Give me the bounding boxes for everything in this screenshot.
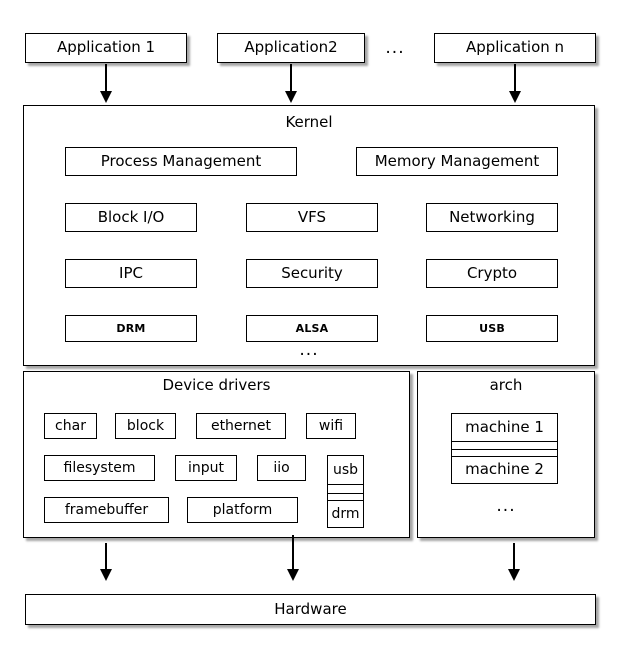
kernel-box-security[interactable]: Security bbox=[246, 259, 378, 288]
application-label-1: Application 1 bbox=[56, 38, 156, 57]
kernel-label-security: Security bbox=[281, 263, 343, 282]
arch-label-machine-2: machine 2 bbox=[465, 459, 544, 478]
arch-label-machine-1: machine 1 bbox=[465, 417, 544, 436]
arrow-device-drivers-to-hardware-center bbox=[292, 535, 294, 570]
kernel-ellipsis: ... bbox=[299, 340, 319, 360]
application-box-2[interactable]: Application2 bbox=[217, 33, 365, 63]
application-label-2: Application2 bbox=[244, 38, 338, 57]
driver-label-iio: iio bbox=[273, 459, 290, 476]
device-drivers-container[interactable]: Device drivers char block ethernet wifi … bbox=[23, 371, 410, 538]
arch-stack-separator-2 bbox=[452, 449, 557, 456]
application-box-1[interactable]: Application 1 bbox=[25, 33, 187, 63]
driver-stack-usb-drm[interactable]: usb drm bbox=[327, 455, 364, 528]
arch-box-machine-1[interactable]: machine 1 bbox=[452, 414, 557, 441]
driver-label-ethernet: ethernet bbox=[210, 417, 272, 434]
driver-label-platform: platform bbox=[212, 501, 273, 518]
kernel-box-process-management[interactable]: Process Management bbox=[65, 147, 297, 176]
applications-ellipsis: ... bbox=[385, 38, 405, 58]
kernel-label-drm: DRM bbox=[116, 321, 146, 335]
arrow-application-2-to-kernel bbox=[290, 64, 292, 92]
kernel-box-alsa[interactable]: ALSA bbox=[246, 315, 378, 342]
driver-box-usb[interactable]: usb bbox=[328, 456, 363, 484]
arch-stack-machines[interactable]: machine 1 machine 2 bbox=[451, 413, 558, 484]
driver-label-drm: drm bbox=[331, 505, 360, 522]
kernel-box-ipc[interactable]: IPC bbox=[65, 259, 197, 288]
driver-label-wifi: wifi bbox=[318, 417, 344, 434]
driver-box-wifi[interactable]: wifi bbox=[306, 413, 356, 439]
driver-box-block[interactable]: block bbox=[115, 413, 176, 439]
kernel-box-crypto[interactable]: Crypto bbox=[426, 259, 558, 288]
kernel-label-process-management: Process Management bbox=[100, 151, 262, 170]
arch-box-machine-2[interactable]: machine 2 bbox=[452, 456, 557, 482]
application-label-n: Application n bbox=[465, 38, 565, 57]
hardware-label: Hardware bbox=[274, 599, 347, 618]
arch-title: arch bbox=[489, 376, 523, 394]
driver-box-filesystem[interactable]: filesystem bbox=[44, 455, 155, 481]
kernel-label-block-io: Block I/O bbox=[97, 207, 165, 226]
kernel-box-memory-management[interactable]: Memory Management bbox=[356, 147, 558, 176]
driver-stack-separator-2 bbox=[328, 493, 363, 500]
arch-container[interactable]: arch machine 1 machine 2 ... bbox=[417, 371, 595, 538]
driver-box-iio[interactable]: iio bbox=[257, 455, 306, 481]
driver-stack-separator-1 bbox=[328, 484, 363, 493]
hardware-box[interactable]: Hardware bbox=[25, 594, 596, 625]
driver-label-usb: usb bbox=[332, 461, 359, 478]
driver-label-char: char bbox=[55, 417, 86, 434]
kernel-label-usb: USB bbox=[479, 321, 505, 335]
driver-box-input[interactable]: input bbox=[175, 455, 237, 481]
kernel-box-drm[interactable]: DRM bbox=[65, 315, 197, 342]
arrow-application-n-to-kernel bbox=[514, 64, 516, 92]
driver-box-framebuffer[interactable]: framebuffer bbox=[44, 497, 169, 523]
driver-label-block: block bbox=[126, 417, 165, 434]
kernel-title: Kernel bbox=[285, 113, 333, 131]
kernel-label-networking: Networking bbox=[449, 207, 535, 226]
kernel-box-vfs[interactable]: VFS bbox=[246, 203, 378, 232]
kernel-label-alsa: ALSA bbox=[295, 321, 329, 335]
driver-box-char[interactable]: char bbox=[44, 413, 97, 439]
kernel-label-vfs: VFS bbox=[297, 207, 327, 226]
application-box-n[interactable]: Application n bbox=[434, 33, 596, 63]
kernel-label-ipc: IPC bbox=[119, 263, 143, 282]
driver-box-ethernet[interactable]: ethernet bbox=[196, 413, 286, 439]
arch-ellipsis: ... bbox=[496, 496, 516, 516]
driver-label-framebuffer: framebuffer bbox=[64, 501, 149, 518]
arrow-application-1-to-kernel bbox=[105, 64, 107, 92]
kernel-box-usb[interactable]: USB bbox=[426, 315, 558, 342]
kernel-label-memory-management: Memory Management bbox=[374, 151, 540, 170]
kernel-box-networking[interactable]: Networking bbox=[426, 203, 558, 232]
kernel-box-block-io[interactable]: Block I/O bbox=[65, 203, 197, 232]
kernel-container[interactable]: Kernel Process Management Memory Managem… bbox=[23, 105, 595, 366]
arrow-device-drivers-to-hardware-left bbox=[105, 543, 107, 570]
driver-label-input: input bbox=[187, 459, 224, 476]
device-drivers-title: Device drivers bbox=[162, 376, 271, 394]
driver-label-filesystem: filesystem bbox=[63, 459, 136, 476]
arch-stack-separator-1 bbox=[452, 441, 557, 449]
driver-box-platform[interactable]: platform bbox=[187, 497, 298, 523]
arrow-arch-to-hardware bbox=[513, 543, 515, 570]
driver-box-drm[interactable]: drm bbox=[328, 500, 363, 527]
kernel-label-crypto: Crypto bbox=[466, 263, 518, 282]
